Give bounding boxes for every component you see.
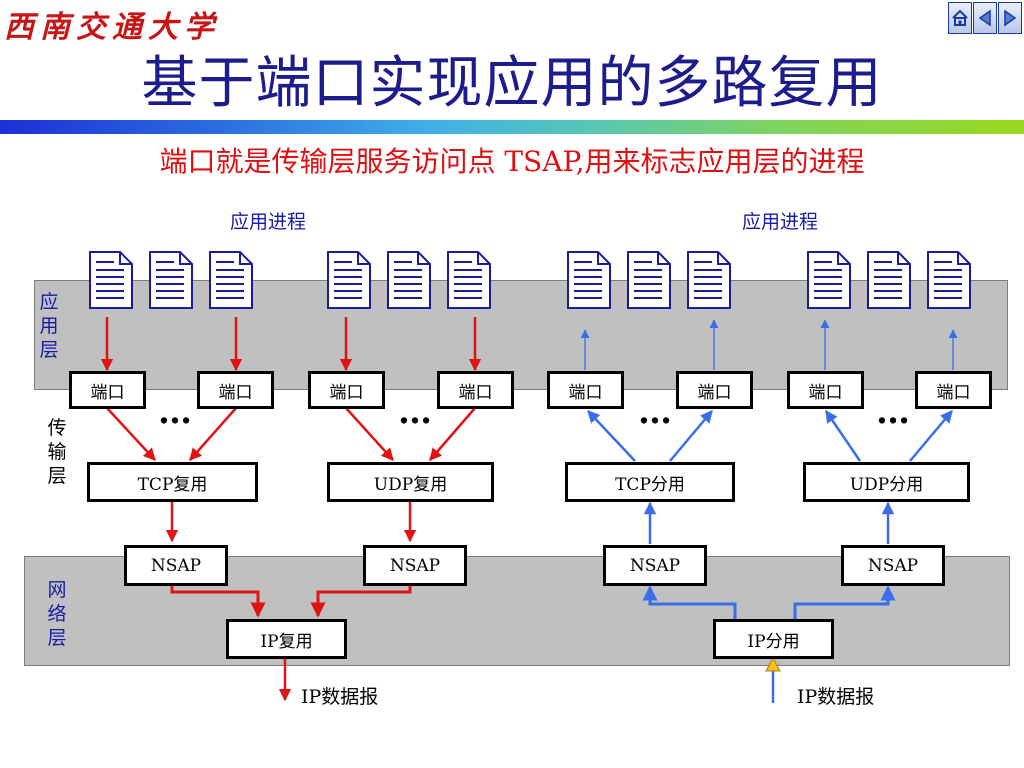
arrow-port-to-udp-mux-2	[429, 407, 476, 461]
arrow-ip-demux-to-nsap-2	[793, 585, 896, 620]
udp-mux-box: UDP复用	[327, 462, 494, 502]
previous-icon	[978, 9, 991, 27]
port-box-2: 端口	[197, 371, 274, 409]
tcp-demux-box: TCP分用	[565, 462, 735, 502]
port-box-8: 端口	[915, 371, 992, 409]
document-icon	[148, 250, 194, 314]
port-box-7: 端口	[787, 371, 864, 409]
port-ellipsis-2: …	[398, 392, 434, 432]
document-icon	[88, 250, 134, 314]
arrow-udp-demux-to-port-1	[824, 409, 862, 462]
ip-demux-box: IP分用	[713, 619, 834, 659]
next-icon	[1004, 9, 1017, 27]
app-process-label-right: 应用进程	[742, 211, 819, 233]
arrow-tcp-demux-to-port-1	[587, 410, 636, 462]
network-layer-label: 网络层	[47, 579, 67, 649]
arrow-port-to-tcp-mux-1	[106, 407, 156, 461]
title-gradient-bar	[0, 120, 1024, 134]
port-box-5: 端口	[547, 371, 624, 409]
document-icon	[866, 250, 912, 314]
slide-nav	[947, 2, 1022, 34]
arrow-tcp-demux-to-port-2	[669, 410, 713, 462]
home-button[interactable]	[948, 2, 972, 34]
slide-title: 基于端口实现应用的多路复用	[141, 51, 883, 116]
document-icon	[626, 250, 672, 314]
slide-subtitle: 端口就是传输层服务访问点 TSAP,用来标志应用层的进程	[159, 145, 865, 178]
document-icon	[386, 250, 432, 314]
document-icon	[566, 250, 612, 314]
document-icon	[326, 250, 372, 314]
port-box-1: 端口	[69, 371, 146, 409]
document-icon	[686, 250, 732, 314]
arrow-udp-demux-to-port-2	[909, 410, 953, 462]
ip-datagram-in-arrowhead	[765, 656, 781, 672]
arrow-port-to-tcp-mux-2	[189, 407, 237, 461]
university-logo: 西南交通大学	[4, 10, 220, 45]
arrow-ip-demux-to-nsap-1	[642, 585, 737, 620]
port-ellipsis-1: …	[158, 392, 194, 432]
port-box-6: 端口	[676, 371, 753, 409]
port-box-3: 端口	[308, 371, 385, 409]
home-icon	[952, 9, 968, 26]
ip-mux-box: IP复用	[226, 619, 347, 659]
ip-datagram-in-label: IP数据报	[797, 686, 875, 708]
app-process-label-left: 应用进程	[230, 211, 307, 233]
document-icon	[806, 250, 852, 314]
arrow-nsap-to-ip-mux-2	[310, 584, 412, 618]
arrow-nsap-to-ip-mux-1	[170, 584, 266, 618]
nsap-box-3: NSAP	[603, 545, 707, 586]
transport-layer-label: 传输层	[47, 417, 67, 487]
document-icon	[446, 250, 492, 314]
nsap-box-1: NSAP	[124, 545, 228, 586]
document-icon	[926, 250, 972, 314]
port-ellipsis-4: …	[876, 392, 912, 432]
nsap-box-2: NSAP	[363, 545, 467, 586]
application-layer-label: 应用层	[39, 291, 59, 361]
next-button[interactable]	[998, 2, 1022, 34]
document-icon	[208, 250, 254, 314]
port-box-4: 端口	[437, 371, 514, 409]
arrow-port-to-udp-mux-1	[345, 407, 394, 461]
tcp-mux-box: TCP复用	[87, 462, 258, 502]
ip-datagram-out-label: IP数据报	[301, 686, 379, 708]
nsap-box-4: NSAP	[841, 545, 945, 586]
previous-button[interactable]	[973, 2, 997, 34]
udp-demux-box: UDP分用	[803, 462, 970, 502]
port-ellipsis-3: …	[638, 392, 674, 432]
